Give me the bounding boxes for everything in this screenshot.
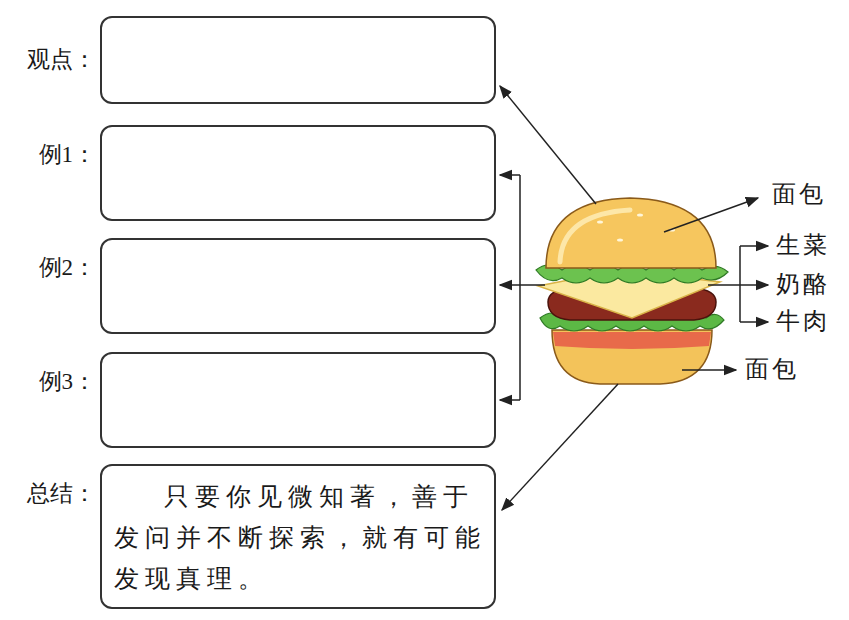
part-label: 生菜 bbox=[776, 231, 830, 260]
part-label: 面包 bbox=[772, 180, 826, 209]
leader-arrows bbox=[500, 86, 768, 510]
answer-box: 例1： bbox=[100, 125, 496, 221]
box-text: 只要你见微知著，善于发问并不断探索，就有可能发现真理。 bbox=[102, 466, 494, 605]
box-heading: 总结： bbox=[27, 480, 96, 508]
sauce bbox=[553, 332, 711, 349]
answer-box: 例2： bbox=[100, 238, 496, 334]
answer-box: 例3： bbox=[100, 352, 496, 448]
summary-box: 总结：只要你见微知著，善于发问并不断探索，就有可能发现真理。 bbox=[100, 464, 496, 609]
bun-shine bbox=[560, 210, 630, 262]
part-label: 奶酪 bbox=[776, 270, 830, 299]
box-heading: 例1： bbox=[39, 141, 97, 169]
bottom-bun bbox=[552, 330, 712, 384]
box-heading: 例2： bbox=[39, 254, 97, 282]
sesame-seeds bbox=[597, 213, 675, 241]
part-label: 面包 bbox=[745, 355, 799, 384]
box-heading: 例3： bbox=[39, 368, 97, 396]
answer-box: 观点： bbox=[100, 16, 496, 104]
box-heading: 观点： bbox=[27, 46, 96, 74]
top-bun bbox=[546, 198, 716, 268]
part-label: 牛肉 bbox=[776, 307, 830, 336]
